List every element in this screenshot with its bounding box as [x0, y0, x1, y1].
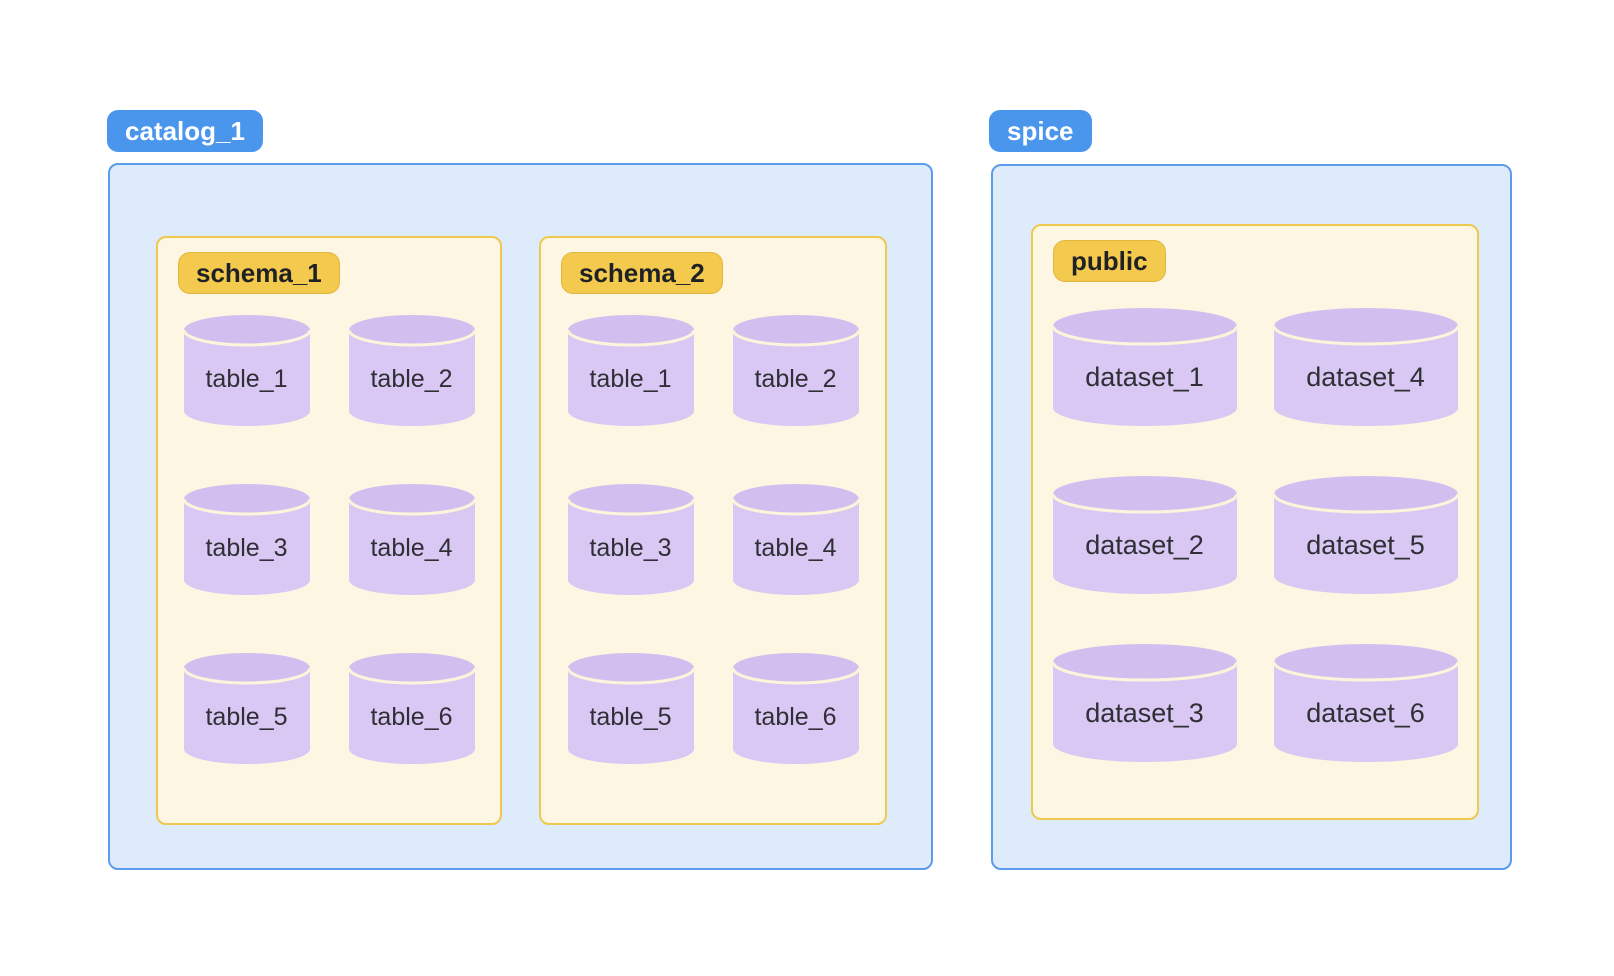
cylinder-label: dataset_4 [1306, 361, 1425, 392]
cylinder-label: table_5 [205, 702, 288, 731]
public-badge-label: public [1071, 245, 1148, 276]
schema-2-box: schema_2 table_1 [539, 236, 887, 825]
public-badge: public [1053, 240, 1166, 282]
table-cylinder: table_1 [182, 314, 311, 426]
table-cylinder: table_6 [731, 652, 860, 764]
cylinder-label: dataset_1 [1085, 361, 1204, 392]
database-cylinder-icon [1272, 476, 1459, 594]
dataset-cylinder: dataset_2 [1051, 475, 1238, 595]
spice-container: public dataset_1 [991, 164, 1512, 870]
catalog-1-badge: catalog_1 [107, 110, 263, 152]
public-schema-box: public dataset_1 [1031, 224, 1479, 820]
cylinder-label: table_4 [370, 533, 453, 562]
schema-1-box: schema_1 table_1 [156, 236, 502, 825]
database-cylinder-icon [182, 315, 311, 426]
database-cylinder-icon [566, 484, 695, 595]
table-cylinder: table_4 [347, 483, 476, 595]
cylinder-label: table_2 [754, 364, 837, 393]
cylinder-label: table_2 [370, 364, 453, 393]
schema-1-table-grid: table_1 table_2 tabl [178, 314, 480, 764]
database-cylinder-icon [347, 315, 476, 426]
cylinder-label: table_1 [205, 364, 288, 393]
database-cylinder-icon [566, 653, 695, 764]
table-cylinder: table_2 [347, 314, 476, 426]
schema-2-table-grid: table_1 table_2 tabl [561, 314, 865, 764]
database-cylinder-icon [1051, 476, 1238, 594]
cylinder-label: dataset_5 [1306, 529, 1425, 560]
table-cylinder: table_5 [182, 652, 311, 764]
schema-1-badge-label: schema_1 [196, 257, 322, 288]
cylinder-label: table_3 [589, 533, 672, 562]
cylinder-label: table_3 [205, 533, 288, 562]
table-cylinder: table_3 [182, 483, 311, 595]
table-cylinder: table_5 [566, 652, 695, 764]
dataset-cylinder: dataset_5 [1272, 475, 1459, 595]
dataset-cylinder: dataset_3 [1051, 643, 1238, 763]
cylinder-label: table_5 [589, 702, 672, 731]
database-cylinder-icon [182, 484, 311, 595]
database-cylinder-icon [347, 484, 476, 595]
database-cylinder-icon [566, 315, 695, 426]
table-cylinder: table_6 [347, 652, 476, 764]
dataset-cylinder: dataset_6 [1272, 643, 1459, 763]
cylinder-label: table_1 [589, 364, 672, 393]
table-cylinder: table_4 [731, 483, 860, 595]
table-cylinder: table_1 [566, 314, 695, 426]
database-cylinder-icon [1051, 644, 1238, 762]
database-cylinder-icon [1272, 644, 1459, 762]
spice-badge-label: spice [1007, 115, 1074, 146]
public-dataset-grid: dataset_1 dataset_4 [1051, 307, 1459, 763]
spice-badge: spice [989, 110, 1092, 152]
dataset-cylinder: dataset_1 [1051, 307, 1238, 427]
catalog-1-container: schema_1 table_1 [108, 163, 933, 870]
database-cylinder-icon [731, 315, 860, 426]
database-cylinder-icon [347, 653, 476, 764]
table-cylinder: table_3 [566, 483, 695, 595]
schema-2-badge: schema_2 [561, 252, 723, 294]
dataset-cylinder: dataset_4 [1272, 307, 1459, 427]
database-cylinder-icon [1051, 308, 1238, 426]
database-cylinder-icon [731, 484, 860, 595]
cylinder-label: dataset_2 [1085, 529, 1204, 560]
schema-2-badge-label: schema_2 [579, 257, 705, 288]
cylinder-label: table_6 [754, 702, 837, 731]
cylinder-label: dataset_6 [1306, 697, 1425, 728]
cylinder-label: table_6 [370, 702, 453, 731]
table-cylinder: table_2 [731, 314, 860, 426]
cylinder-label: table_4 [754, 533, 837, 562]
database-cylinder-icon [182, 653, 311, 764]
database-cylinder-icon [1272, 308, 1459, 426]
catalog-1-badge-label: catalog_1 [125, 115, 245, 146]
cylinder-label: dataset_3 [1085, 697, 1204, 728]
schema-1-badge: schema_1 [178, 252, 340, 294]
database-cylinder-icon [731, 653, 860, 764]
